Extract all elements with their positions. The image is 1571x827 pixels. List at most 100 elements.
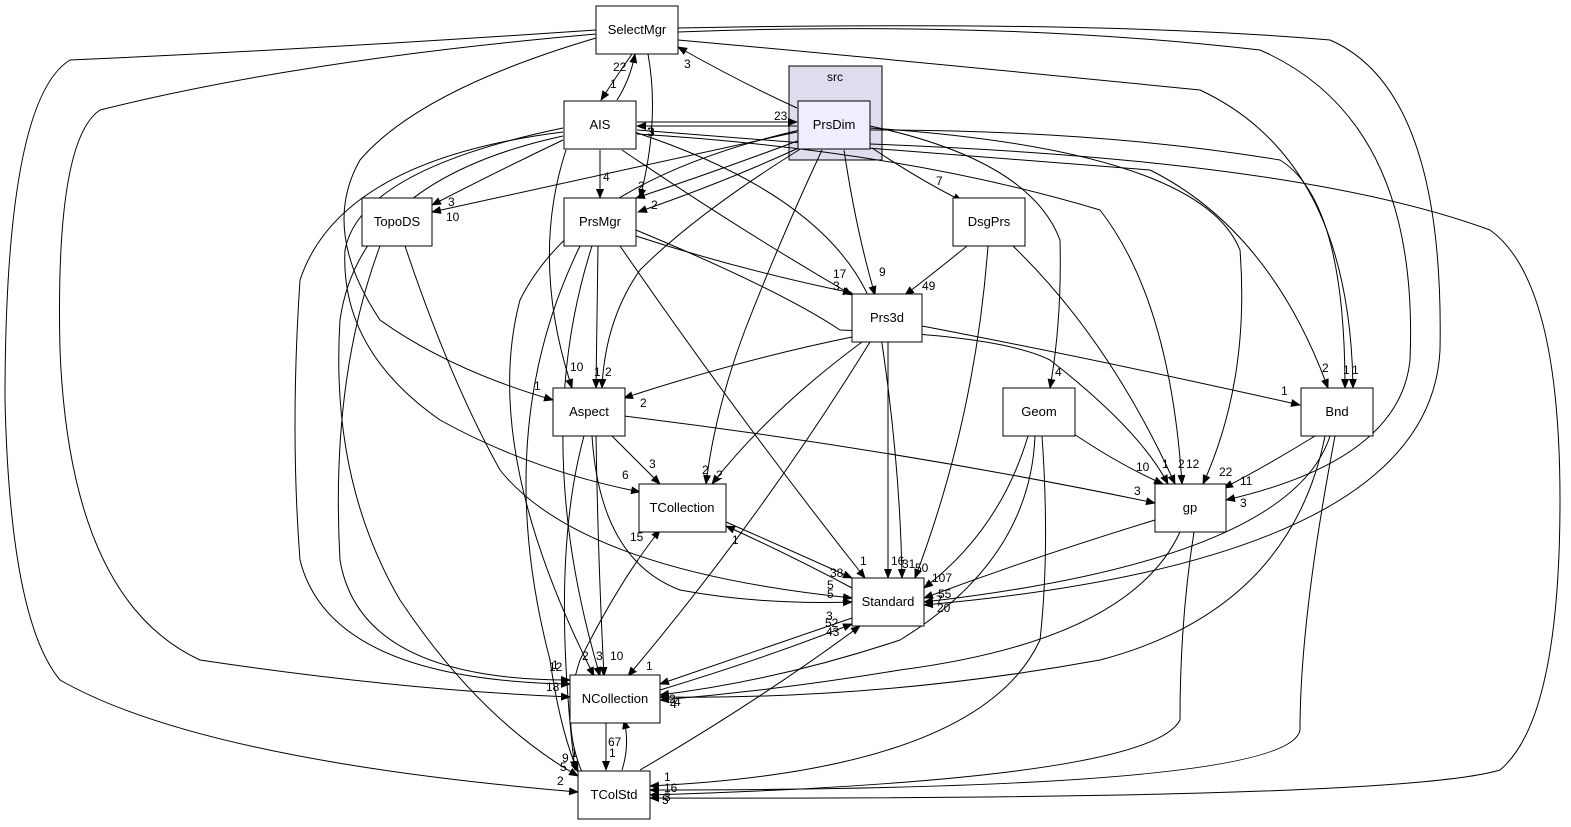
edge-label: 15 bbox=[630, 530, 644, 544]
edge-label: 1 bbox=[860, 554, 867, 568]
edge-tcolstd-standard[interactable]: 43 bbox=[639, 625, 861, 771]
edge-ais-topods[interactable]: 3 bbox=[431, 139, 564, 209]
edge-ais-aspect[interactable]: 10 bbox=[548, 149, 584, 389]
edge-label: 1 bbox=[571, 746, 578, 760]
edge-ais-tcollection[interactable]: 6 bbox=[344, 127, 641, 495]
edge-aspect-tcolstd[interactable]: 1 bbox=[563, 435, 585, 771]
edge-ais-selectmgr[interactable]: 22 bbox=[613, 53, 638, 101]
edge-label: 9 bbox=[879, 265, 886, 279]
edge-tcollection-standard[interactable]: 38 bbox=[725, 521, 853, 580]
edges: 1 22 3 23 3 3 4 2 2 3 10 7 3 17 9 49 1 1… bbox=[4, 25, 1561, 807]
edge-prsdim-prs3d[interactable]: 9 bbox=[843, 149, 886, 296]
edge-prs3d-bnd[interactable]: 1 bbox=[921, 325, 1301, 407]
node-gp[interactable]: gp bbox=[1154, 483, 1227, 533]
edge-prsdim-topods[interactable]: 10 bbox=[431, 131, 798, 224]
edge-prs3d-aspect[interactable]: 2 bbox=[623, 336, 853, 410]
edge-prsmgr-aspect[interactable]: 1 bbox=[592, 245, 601, 389]
edge-label: 2 bbox=[716, 468, 723, 482]
edge-ais-prsmgr[interactable]: 4 bbox=[596, 150, 610, 199]
edge-aspect-tcollection[interactable]: 3 bbox=[611, 435, 661, 485]
edge-label: 4 bbox=[670, 697, 677, 711]
edge-prsmgr-gp[interactable]: 1 bbox=[635, 229, 1169, 485]
edge-prsdim-prsmgr2[interactable]: 2 bbox=[637, 144, 806, 213]
edge-label: 12 bbox=[549, 660, 563, 674]
edge-label: 3 bbox=[596, 649, 603, 663]
edge-dsgprs-prs3d[interactable]: 49 bbox=[904, 245, 968, 296]
edge-prsdim-gp[interactable]: 22 bbox=[869, 127, 1243, 485]
node-prsmgr[interactable]: PrsMgr bbox=[563, 197, 637, 247]
edge-prsdim-tcollection[interactable]: 2 bbox=[702, 149, 823, 485]
edge-geom-tcolstd[interactable]: 1 bbox=[649, 435, 1047, 790]
edge-ais-bnd[interactable]: 2 bbox=[636, 129, 1329, 389]
edge-prs3d-ncollection[interactable]: 1 bbox=[627, 341, 871, 677]
edge-gp-standard[interactable]: 55 bbox=[923, 519, 1156, 601]
edge-ncollection-tcolstd[interactable]: 1 bbox=[602, 720, 616, 771]
node-label: AIS bbox=[590, 117, 611, 132]
edge-label: 55 bbox=[938, 587, 952, 601]
node-label: PrsDim bbox=[813, 117, 856, 132]
edge-dsgprs-gp[interactable]: 2 bbox=[1012, 245, 1185, 485]
edge-prsdim-ais[interactable]: 23 bbox=[636, 109, 797, 130]
edge-selectmgr-ncollection[interactable]: 18 bbox=[59, 33, 597, 701]
edge-selectmgr-bnd[interactable]: 1 bbox=[677, 39, 1359, 389]
edge-geom-standard[interactable]: 107 bbox=[923, 435, 1029, 589]
node-ncollection[interactable]: NCollection bbox=[569, 674, 661, 724]
edge-dsgprs-standard[interactable]: 50 bbox=[914, 245, 989, 579]
node-aspect[interactable]: Aspect bbox=[552, 387, 626, 437]
edge-topods-standard[interactable]: 5 bbox=[404, 245, 853, 602]
edge-tcolstd-ncollection[interactable]: 67 bbox=[608, 719, 630, 771]
edge-bnd-ncollection[interactable]: 4 bbox=[659, 435, 1326, 711]
edge-prsdim-bnd[interactable]: 1 bbox=[869, 129, 1350, 389]
node-label: Bnd bbox=[1325, 404, 1348, 419]
edge-selectmgr-tcolstd[interactable]: 2 bbox=[4, 29, 597, 796]
edge-prsdim-aspect[interactable]: 2 bbox=[598, 139, 816, 389]
edge-prsdim-selectmgr[interactable]: 3 bbox=[677, 46, 798, 109]
edge-label: 23 bbox=[774, 109, 788, 123]
edge-prs3d-tcollection[interactable]: 2 bbox=[711, 341, 863, 485]
node-bnd[interactable]: Bnd bbox=[1300, 387, 1374, 437]
edge-tcolstd-tcollection[interactable]: 15 bbox=[569, 529, 661, 773]
edge-prsdim-tcolstd[interactable]: 5 bbox=[649, 143, 1561, 807]
edge-aspect-gp[interactable]: 3 bbox=[623, 415, 1156, 506]
edge-prsdim-dsgprs[interactable]: 7 bbox=[871, 147, 963, 202]
edge-ais-prs3d[interactable]: 3 bbox=[621, 149, 853, 296]
edge-bnd-standard[interactable]: 7 bbox=[923, 435, 1331, 607]
edge-label: 3 bbox=[664, 790, 671, 804]
node-selectmgr[interactable]: SelectMgr bbox=[595, 5, 679, 55]
edge-selectmgr-aspect[interactable]: 1 bbox=[343, 37, 597, 402]
edge-ais-prsdim[interactable]: 3 bbox=[637, 118, 798, 139]
edge-bnd-tcolstd[interactable]: 16 bbox=[649, 435, 1336, 795]
edge-selectmgr-prsmgr[interactable]: 3 bbox=[638, 53, 655, 199]
node-topods[interactable]: TopoDS bbox=[361, 197, 433, 247]
node-dsgprs[interactable]: DsgPrs bbox=[952, 197, 1026, 247]
edge-gp-tcolstd[interactable]: 3 bbox=[649, 531, 1195, 804]
node-tcolstd[interactable]: TColStd bbox=[577, 770, 651, 820]
edge-prsmgr-prs3d[interactable]: 17 bbox=[635, 235, 853, 296]
node-tcollection[interactable]: TCollection bbox=[638, 483, 727, 533]
node-prsdim[interactable]: PrsDim bbox=[797, 100, 871, 150]
edge-prs3d-standard[interactable]: 16 bbox=[884, 342, 905, 579]
edge-ais-gp[interactable]: 12 bbox=[636, 133, 1200, 485]
edge-prsdim-ncollection[interactable]: 2 bbox=[509, 129, 801, 677]
node-ais[interactable]: AIS bbox=[563, 100, 637, 150]
edge-bnd-gp[interactable]: 11 bbox=[1223, 435, 1316, 489]
edge-label: 2 bbox=[557, 774, 564, 788]
edge-selectmgr-gp[interactable]: 3 bbox=[677, 28, 1412, 510]
edge-label: 10 bbox=[1136, 460, 1150, 474]
edge-label: 49 bbox=[922, 279, 936, 293]
edge-geom-gp[interactable]: 10 bbox=[1073, 433, 1164, 485]
edge-gp-ncollection[interactable]: 4 bbox=[659, 531, 1181, 709]
node-standard[interactable]: Standard bbox=[851, 577, 925, 627]
edge-prsmgr-standard[interactable]: 1 bbox=[619, 245, 867, 579]
node-label: Geom bbox=[1021, 404, 1056, 419]
edge-ais-ncollection[interactable]: 1 bbox=[294, 131, 571, 688]
edge-prsdim-geom[interactable]: 4 bbox=[869, 125, 1062, 389]
edge-topods-ncollection[interactable]: 12 bbox=[337, 245, 571, 684]
edge-standard-ncollection[interactable]: 3 bbox=[659, 609, 853, 685]
node-prs3d[interactable]: Prs3d bbox=[851, 293, 923, 343]
edge-prsdim-prsmgr[interactable]: 2 bbox=[635, 139, 801, 199]
edge-prsmgr-ncollection[interactable]: 3 bbox=[562, 245, 603, 677]
node-geom[interactable]: Geom bbox=[1002, 387, 1076, 437]
edge-aspect-ncollection[interactable]: 10 bbox=[595, 435, 624, 677]
edge-aspect-standard[interactable]: 5 bbox=[591, 435, 853, 607]
